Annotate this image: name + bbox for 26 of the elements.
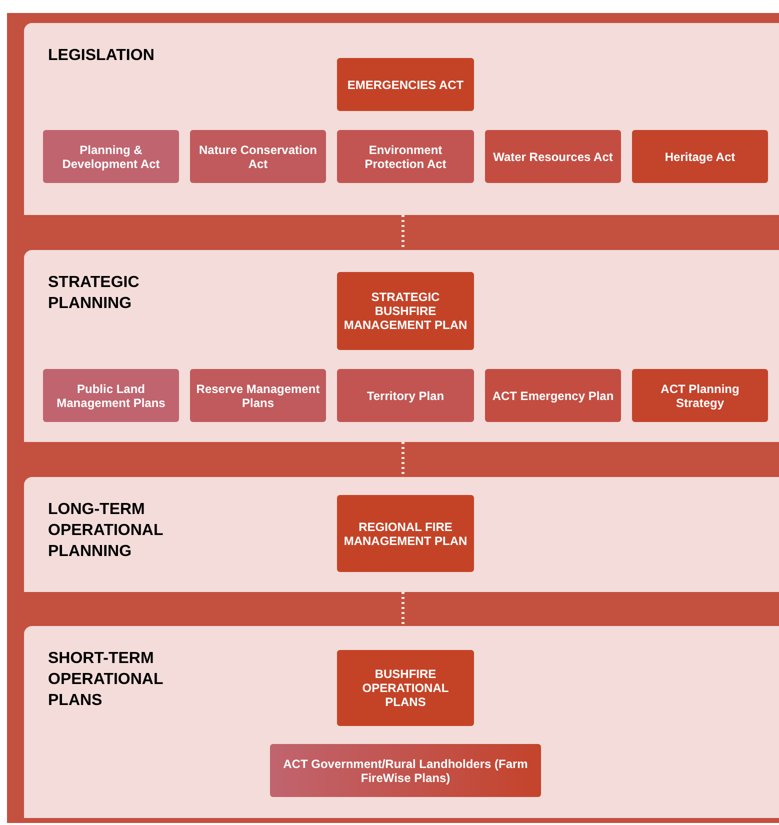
- plan-box: Nature Conservation Act: [190, 130, 326, 183]
- section-band: [24, 23, 779, 215]
- dotted-connector: [402, 215, 404, 250]
- plan-box: REGIONAL FIRE MANAGEMENT PLAN: [337, 495, 474, 572]
- plan-box: ACT Emergency Plan: [485, 369, 621, 422]
- plan-box: ACT Planning Strategy: [632, 369, 768, 422]
- section-band: [24, 477, 779, 592]
- section-heading: LONG-TERM OPERATIONAL PLANNING: [48, 500, 164, 562]
- section-heading: SHORT-TERM OPERATIONAL PLANS: [48, 649, 164, 711]
- plan-box: Reserve Management Plans: [190, 369, 326, 422]
- dotted-connector: [402, 442, 404, 477]
- plan-box: Territory Plan: [337, 369, 474, 422]
- section-heading: STRATEGIC PLANNING: [48, 273, 140, 314]
- plan-box: Public Land Management Plans: [43, 369, 179, 422]
- plan-box: BUSHFIRE OPERATIONAL PLANS: [337, 650, 474, 726]
- plan-box: Heritage Act: [632, 130, 768, 183]
- plan-box: Water Resources Act: [485, 130, 621, 183]
- plan-box: Planning & Development Act: [43, 130, 179, 183]
- section-band: [24, 250, 779, 442]
- dotted-connector: [402, 592, 404, 626]
- plan-box: Environment Protection Act: [337, 130, 474, 183]
- plan-box: ACT Government/Rural Landholders (Farm FireWise Plans): [270, 744, 541, 797]
- section-band: [24, 626, 779, 818]
- section-heading: LEGISLATION: [48, 46, 156, 66]
- plan-box: EMERGENCIES ACT: [337, 58, 474, 111]
- plan-box: STRATEGIC BUSHFIRE MANAGEMENT PLAN: [337, 272, 474, 350]
